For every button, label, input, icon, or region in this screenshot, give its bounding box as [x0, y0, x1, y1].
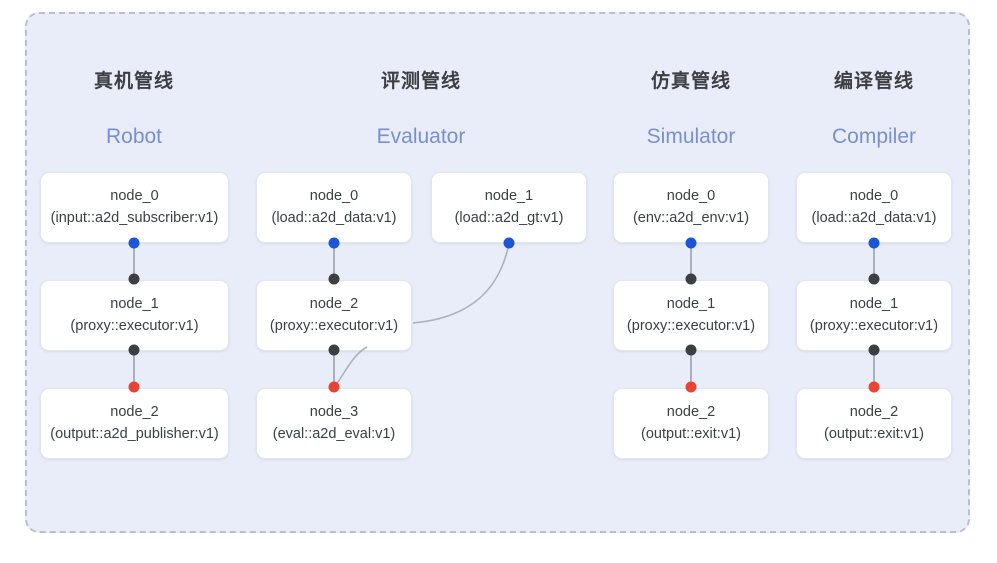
column-title-cn-evaluator: 评测管线 — [380, 71, 462, 92]
node-card-simulator-1[interactable]: node_1 (proxy::executor:v1) — [613, 280, 769, 351]
link-simulator-0-1 — [690, 243, 692, 279]
port-input-compiler-1[interactable] — [868, 273, 880, 285]
port-output-simulator-1[interactable] — [685, 344, 697, 356]
node-type: (load::a2d_data:v1) — [271, 209, 397, 226]
node-card-robot-2[interactable]: node_2 (output::a2d_publisher:v1) — [40, 388, 229, 459]
node-name: node_0 — [849, 188, 899, 205]
column-title-cn-compiler: 编译管线 — [833, 71, 915, 92]
node-type: (proxy::executor:v1) — [269, 317, 399, 334]
node-card-simulator-2[interactable]: node_2 (output::exit:v1) — [613, 388, 769, 459]
node-card-robot-1[interactable]: node_1 (proxy::executor:v1) — [40, 280, 229, 351]
column-title-en-compiler: Compiler — [831, 125, 917, 148]
column-title-cn-simulator: 仿真管线 — [650, 71, 732, 92]
port-input-evaluator-2[interactable] — [328, 273, 340, 285]
node-name: node_1 — [484, 188, 534, 205]
node-card-evaluator-3[interactable]: node_3 (eval::a2d_eval:v1) — [256, 388, 412, 459]
node-card-simulator-0[interactable]: node_0 (env::a2d_env:v1) — [613, 172, 769, 243]
port-output-evaluator-1[interactable] — [503, 237, 515, 249]
node-type: (output::exit:v1) — [824, 425, 924, 442]
node-name: node_1 — [666, 296, 716, 313]
node-type: (input::a2d_subscriber:v1) — [50, 209, 219, 226]
node-type: (env::a2d_env:v1) — [632, 209, 750, 226]
node-card-evaluator-0[interactable]: node_0 (load::a2d_data:v1) — [256, 172, 412, 243]
node-type: (load::a2d_data:v1) — [811, 209, 937, 226]
node-type: (proxy::executor:v1) — [70, 317, 199, 334]
node-type: (proxy::executor:v1) — [809, 317, 939, 334]
column-title-en-simulator: Simulator — [646, 125, 736, 148]
link-evaluator-0-2 — [333, 243, 335, 279]
port-input-robot-2[interactable] — [128, 381, 140, 393]
link-evaluator-2-3 — [333, 351, 335, 387]
link-compiler-0-1 — [873, 243, 875, 279]
node-name: node_2 — [849, 404, 899, 421]
port-input-evaluator-3[interactable] — [328, 381, 340, 393]
port-output-simulator-0[interactable] — [685, 237, 697, 249]
node-type: (load::a2d_gt:v1) — [454, 209, 564, 226]
node-name: node_0 — [110, 188, 159, 205]
node-card-robot-0[interactable]: node_0 (input::a2d_subscriber:v1) — [40, 172, 229, 243]
node-name: node_1 — [849, 296, 899, 313]
link-compiler-1-2 — [873, 351, 875, 387]
port-output-evaluator-2[interactable] — [328, 344, 340, 356]
column-title-en-robot: Robot — [105, 125, 163, 148]
column-title-cn-robot: 真机管线 — [93, 71, 175, 92]
port-output-compiler-0[interactable] — [868, 237, 880, 249]
port-output-robot-0[interactable] — [128, 237, 140, 249]
node-name: node_2 — [110, 404, 159, 421]
port-input-compiler-2[interactable] — [868, 381, 880, 393]
node-card-compiler-1[interactable]: node_1 (proxy::executor:v1) — [796, 280, 952, 351]
node-type: (eval::a2d_eval:v1) — [272, 425, 396, 442]
column-title-en-evaluator: Evaluator — [376, 125, 466, 148]
node-card-compiler-0[interactable]: node_0 (load::a2d_data:v1) — [796, 172, 952, 243]
node-name: node_1 — [110, 296, 159, 313]
node-name: node_2 — [309, 296, 359, 313]
node-card-compiler-2[interactable]: node_2 (output::exit:v1) — [796, 388, 952, 459]
node-name: node_0 — [309, 188, 359, 205]
node-type: (output::a2d_publisher:v1) — [50, 425, 219, 442]
link-robot-1-2 — [133, 351, 135, 387]
port-input-simulator-1[interactable] — [685, 273, 697, 285]
port-input-robot-1[interactable] — [128, 273, 140, 285]
port-output-robot-1[interactable] — [128, 344, 140, 356]
link-simulator-1-2 — [690, 351, 692, 387]
node-card-evaluator-2[interactable]: node_2 (proxy::executor:v1) — [256, 280, 412, 351]
node-name: node_0 — [666, 188, 716, 205]
link-robot-0-1 — [133, 243, 135, 279]
port-output-evaluator-0[interactable] — [328, 237, 340, 249]
port-output-compiler-1[interactable] — [868, 344, 880, 356]
node-name: node_3 — [309, 404, 359, 421]
node-type: (output::exit:v1) — [641, 425, 741, 442]
port-input-simulator-2[interactable] — [685, 381, 697, 393]
node-name: node_2 — [666, 404, 716, 421]
node-type: (proxy::executor:v1) — [626, 317, 756, 334]
node-card-evaluator-1[interactable]: node_1 (load::a2d_gt:v1) — [431, 172, 587, 243]
